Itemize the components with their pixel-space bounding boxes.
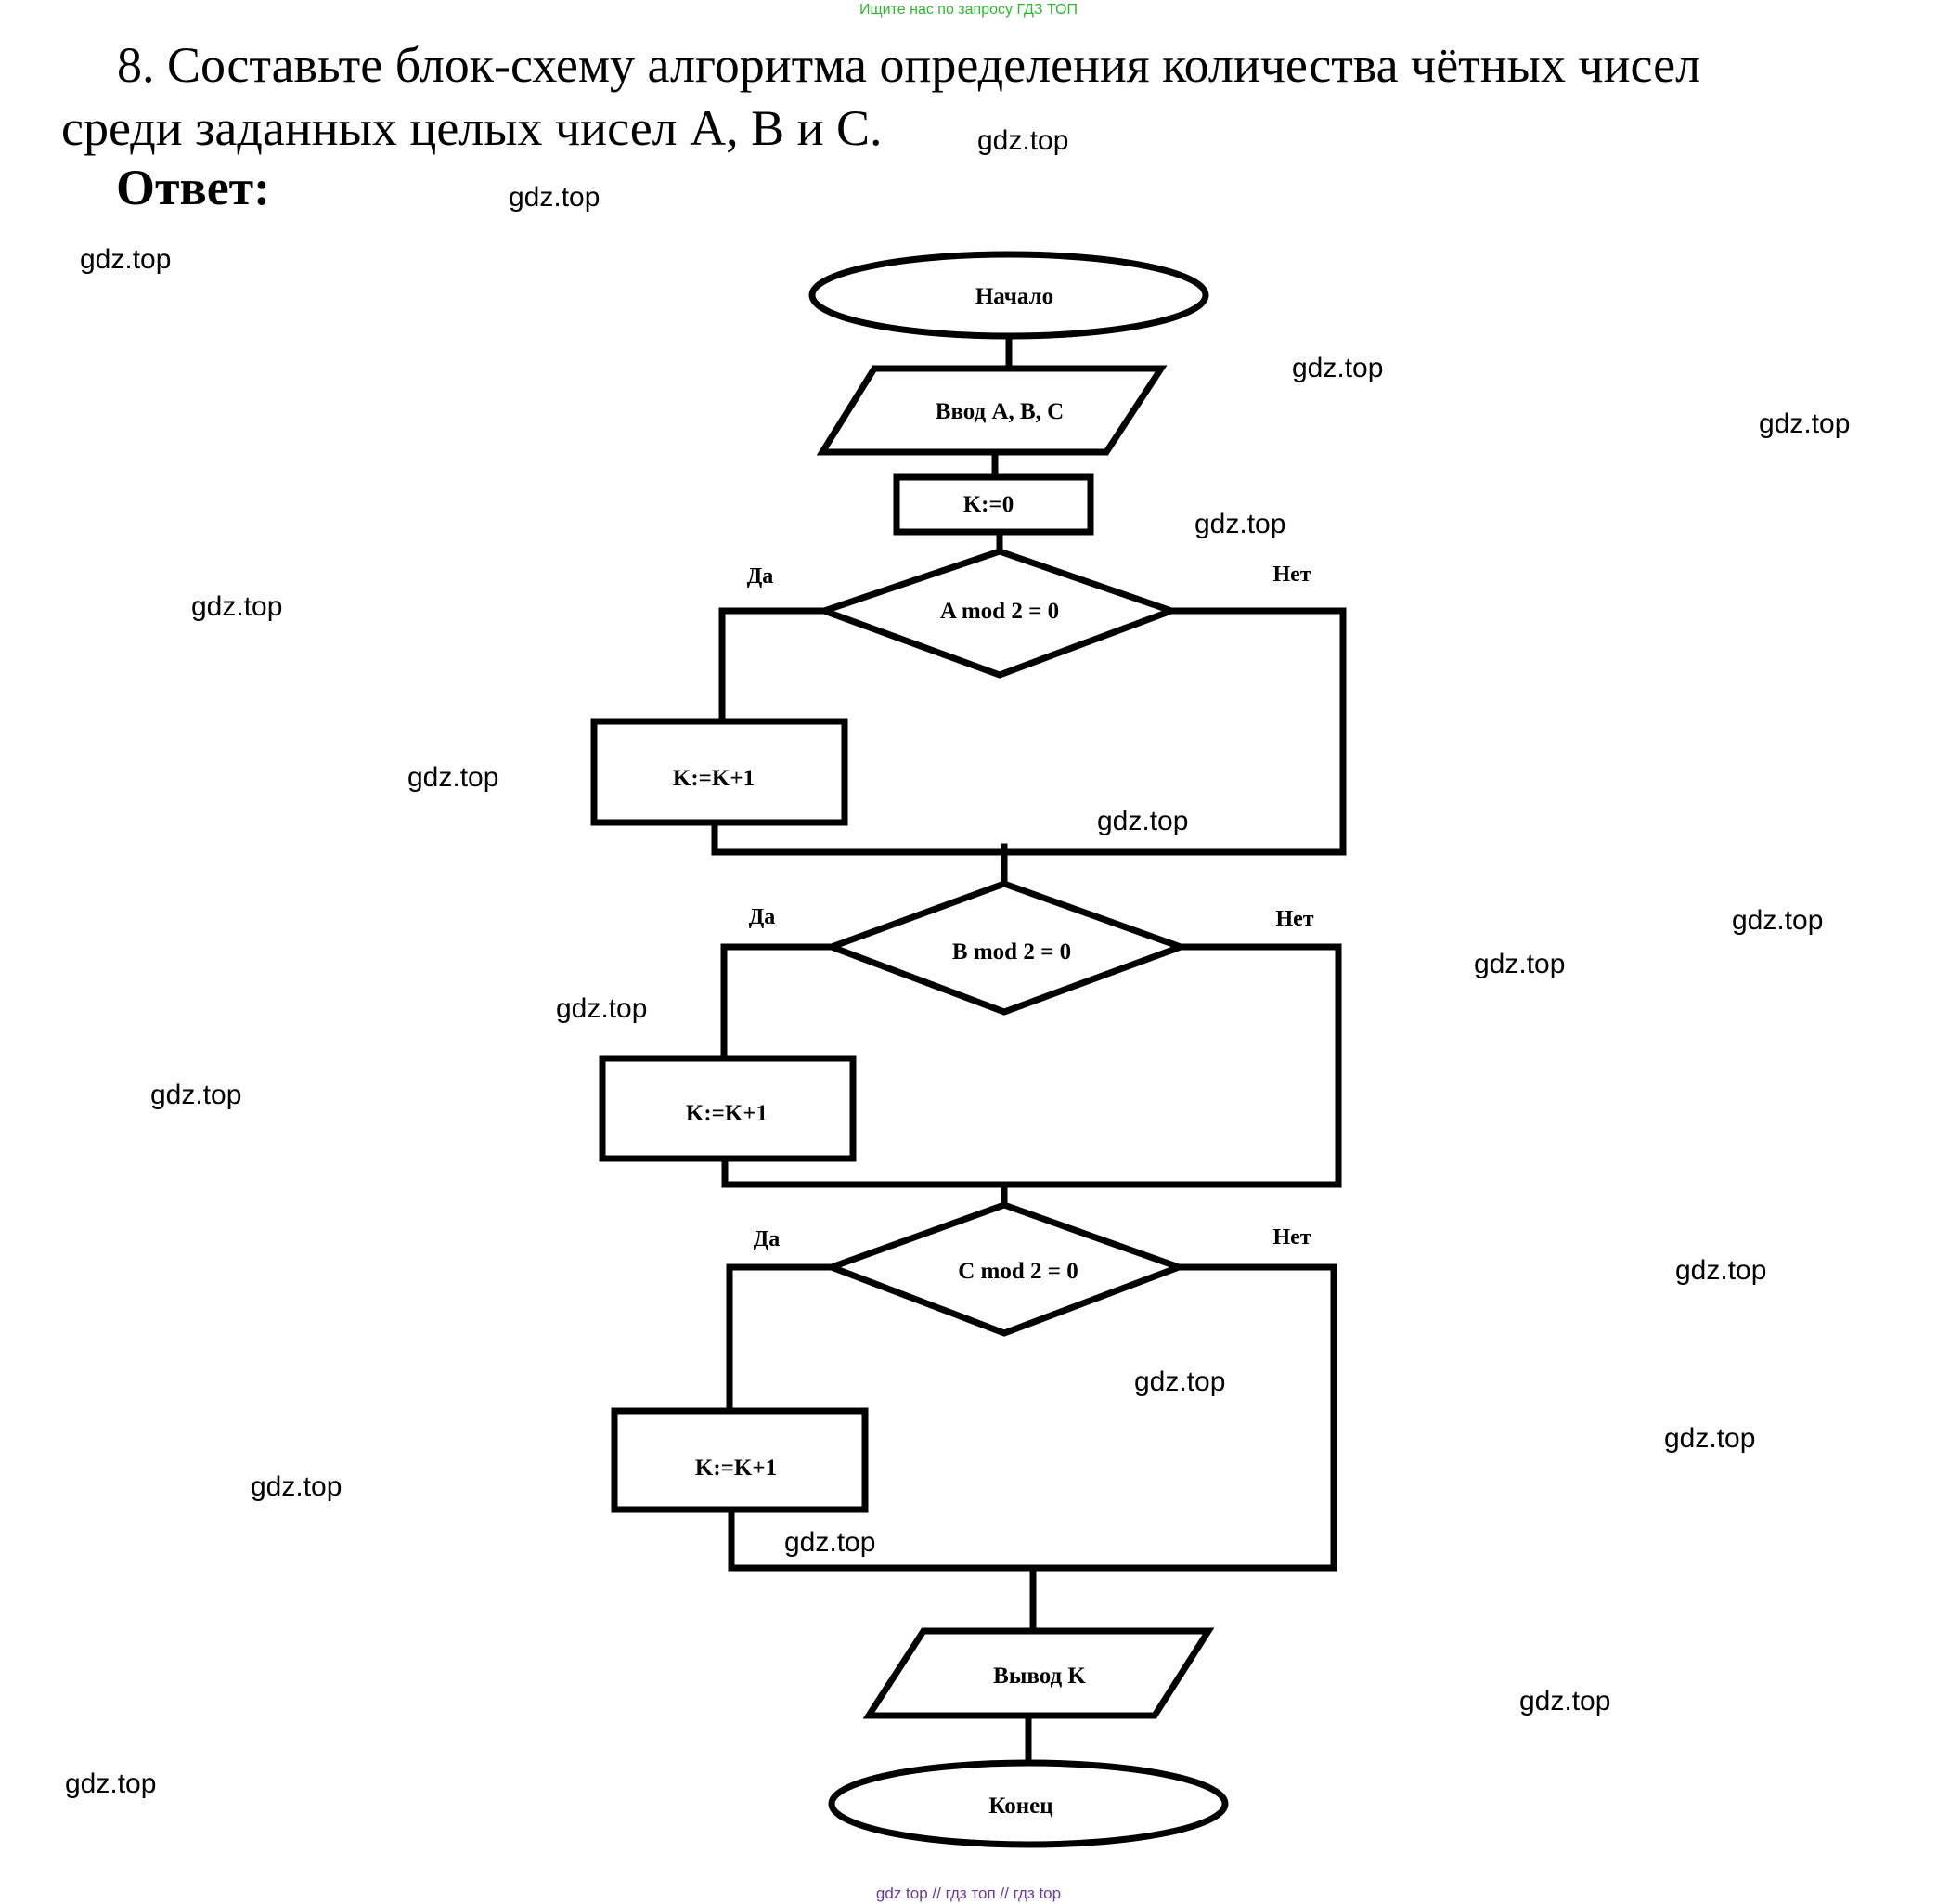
increment-a-label: K:=K+1	[673, 766, 755, 791]
watermark: gdz.top	[1292, 353, 1384, 383]
watermark: gdz.top	[1474, 949, 1566, 979]
decision-b-label: B mod 2 = 0	[952, 939, 1071, 965]
answer-label: Ответ:	[116, 160, 271, 215]
watermark: gdz.top	[784, 1527, 876, 1558]
end-label: Конец	[988, 1794, 1052, 1819]
watermark: gdz.top	[556, 993, 648, 1024]
watermark: gdz.top	[407, 762, 499, 793]
watermark: gdz.top	[1759, 408, 1851, 439]
increment-b-label: K:=K+1	[686, 1101, 768, 1126]
task-line-2: среди заданных целых чисел A, B и C.	[61, 100, 883, 156]
watermark: gdz.top	[251, 1471, 342, 1502]
decision-a-label: A mod 2 = 0	[940, 599, 1059, 624]
watermark: gdz.top	[65, 1768, 157, 1799]
output-label: Вывод K	[993, 1664, 1086, 1689]
watermark: gdz.top	[80, 244, 172, 275]
start-terminal	[808, 251, 1209, 340]
output-block	[862, 1627, 1215, 1719]
increment-c-label: K:=K+1	[695, 1456, 777, 1481]
decision-a	[814, 548, 1182, 679]
watermark: gdz.top	[1519, 1686, 1611, 1716]
task-text: 8. Составьте блок-схему алгоритма опреде…	[61, 33, 1908, 160]
connector-lines	[711, 333, 1347, 1768]
watermark: gdz.top	[1097, 806, 1189, 836]
watermark: gdz.top	[150, 1080, 242, 1110]
watermark: gdz.top	[509, 182, 600, 213]
yes-label-b: Да	[749, 905, 776, 929]
search-hint: Ищите нас по запросу ГДЗ ТОП	[859, 2, 1078, 18]
yes-label-c: Да	[754, 1227, 781, 1251]
no-label-c: Нет	[1272, 1225, 1311, 1250]
watermark: gdz.top	[1732, 905, 1824, 936]
watermark: gdz.top	[1664, 1423, 1756, 1454]
decision-c	[821, 1201, 1189, 1337]
task-line-1: 8. Составьте блок-схему алгоритма опреде…	[117, 37, 1701, 93]
increment-a	[590, 718, 848, 826]
yes-label-a: Да	[747, 564, 774, 589]
decision-b	[821, 880, 1191, 1016]
watermark: gdz.top	[1134, 1366, 1226, 1397]
watermark: gdz.top	[1675, 1255, 1767, 1286]
footer-links[interactable]: gdz top // гдз топ // гдз top	[875, 1885, 1062, 1902]
increment-b	[599, 1055, 857, 1162]
no-label-a: Нет	[1272, 563, 1311, 587]
decision-c-label: C mod 2 = 0	[958, 1259, 1078, 1284]
end-terminal	[828, 1759, 1229, 1848]
increment-c	[611, 1407, 869, 1513]
watermark: gdz.top	[977, 125, 1069, 156]
watermark: gdz.top	[1194, 509, 1286, 539]
init-label: K:=0	[963, 492, 1014, 517]
input-block	[816, 365, 1168, 456]
watermark: gdz.top	[191, 591, 283, 622]
init-block	[893, 473, 1094, 536]
no-label-b: Нет	[1275, 907, 1313, 931]
input-label: Ввод A, B, C	[936, 399, 1064, 424]
start-label: Начало	[975, 284, 1053, 309]
